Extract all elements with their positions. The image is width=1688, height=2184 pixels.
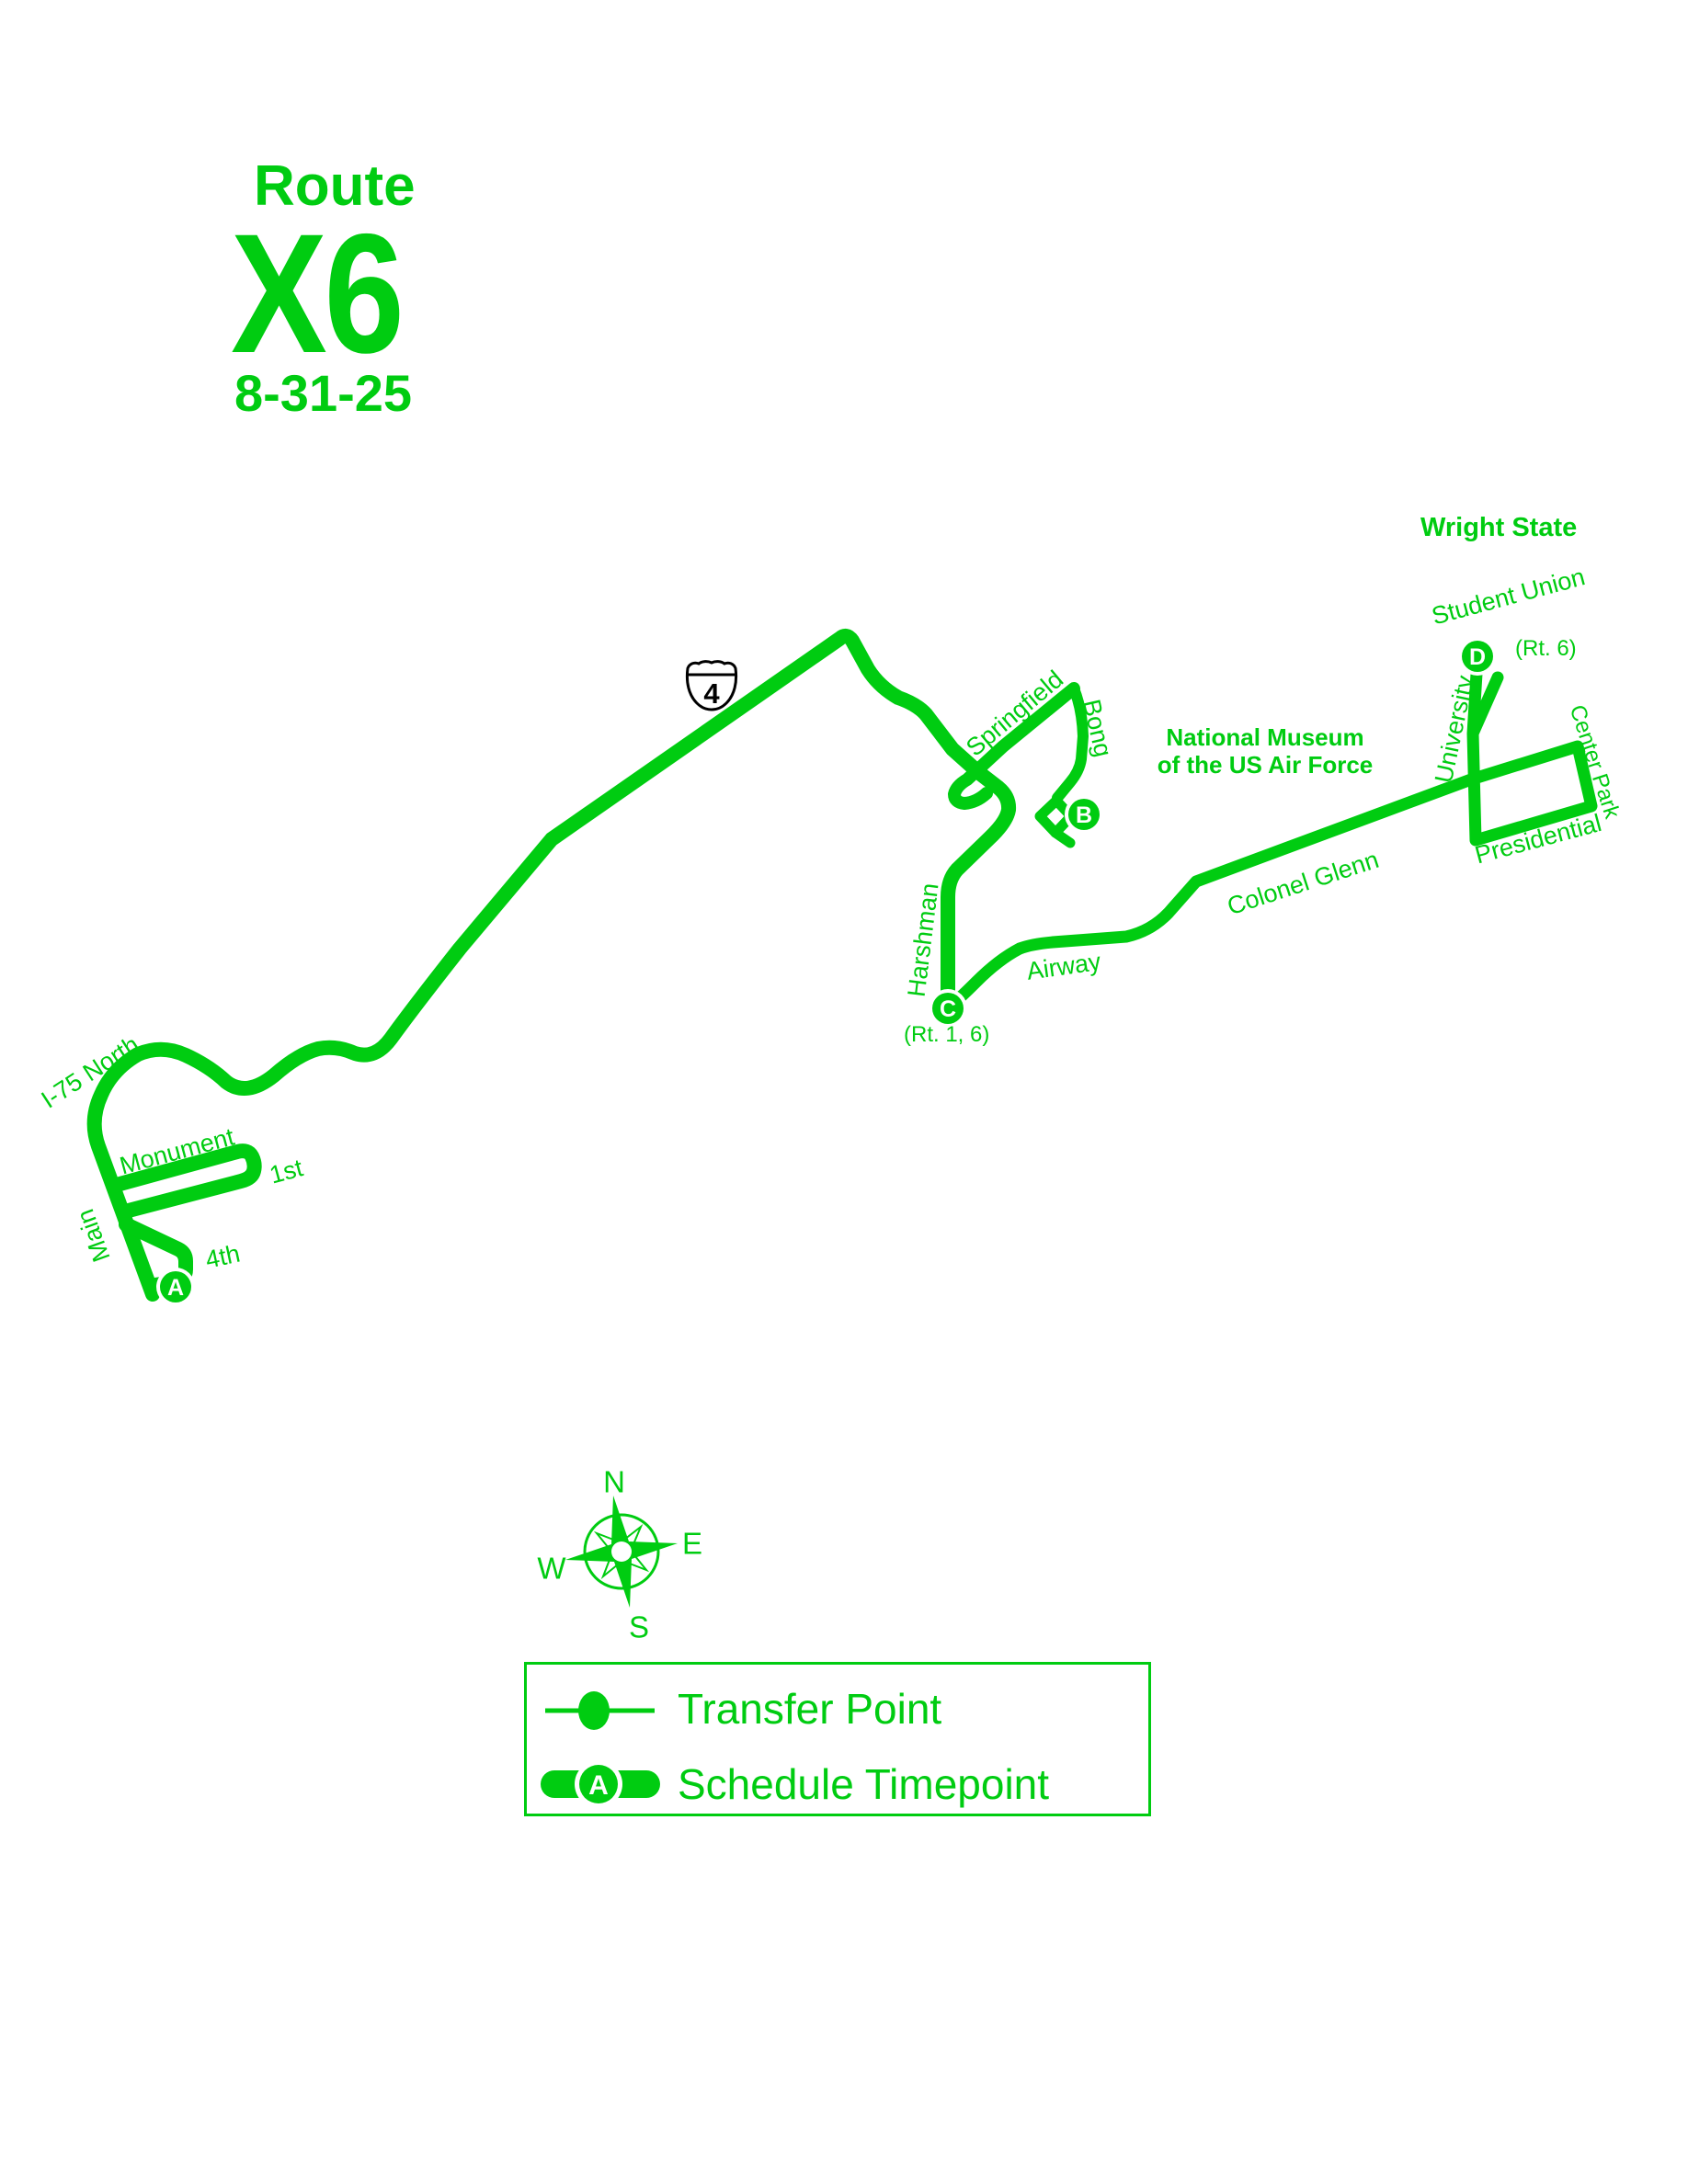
timepoint-c-note: (Rt. 1, 6): [904, 1022, 990, 1047]
route-line-east-trunk: [941, 667, 1598, 1015]
route-line-monument-loop: [106, 1143, 262, 1219]
museum-label-line1: National Museum: [1166, 723, 1364, 751]
place-label-air-force-museum: National Museum of the US Air Force: [1143, 723, 1387, 779]
highway-4-shield-number: 4: [703, 677, 720, 710]
route-line-springfield: [948, 682, 1080, 810]
route-line-museum-stub: [1050, 827, 1076, 848]
timepoint-c-letter: C: [940, 996, 956, 1022]
timepoint-a-letter: A: [167, 1275, 184, 1301]
place-label-wright-state: Wright State: [1420, 513, 1578, 542]
timepoint-c-marker: C: [929, 989, 967, 1028]
museum-label-line2: of the US Air Force: [1157, 750, 1374, 779]
schedule-timepoint-letter: A: [588, 1770, 609, 1801]
route-line-bong: [1052, 683, 1089, 803]
legend-schedule-timepoint-label: Schedule Timepoint: [678, 1760, 1050, 1808]
legend-transfer-point-label: Transfer Point: [678, 1685, 942, 1733]
timepoint-b-letter: B: [1076, 802, 1092, 828]
timepoint-d-letter: D: [1469, 644, 1486, 670]
timepoint-a-marker: A: [156, 1268, 195, 1306]
highway-4-shield: 4: [685, 660, 738, 711]
legend-box: [524, 1662, 1151, 1816]
compass-rose-icon: [565, 1496, 678, 1608]
route-title-word: Route: [254, 154, 416, 218]
compass-east-label: E: [681, 1526, 703, 1561]
timepoint-b-marker: B: [1065, 795, 1103, 834]
compass-west-label: W: [537, 1551, 566, 1586]
timepoint-d-note: (Rt. 6): [1515, 636, 1577, 661]
route-line-west-trunk: [86, 629, 1017, 1302]
compass-south-label: S: [628, 1610, 650, 1644]
timepoint-markers: A B C D: [156, 637, 1497, 1306]
route-date: 8-31-25: [234, 364, 413, 422]
route-number: X6: [231, 199, 405, 389]
schedule-timepoint-circle-icon: [579, 1765, 618, 1803]
timepoint-d-marker: D: [1458, 637, 1497, 676]
legend-symbols: A: [541, 1691, 660, 1808]
compass-north-label: N: [603, 1464, 625, 1499]
transfer-point-dot-icon: [578, 1691, 610, 1730]
